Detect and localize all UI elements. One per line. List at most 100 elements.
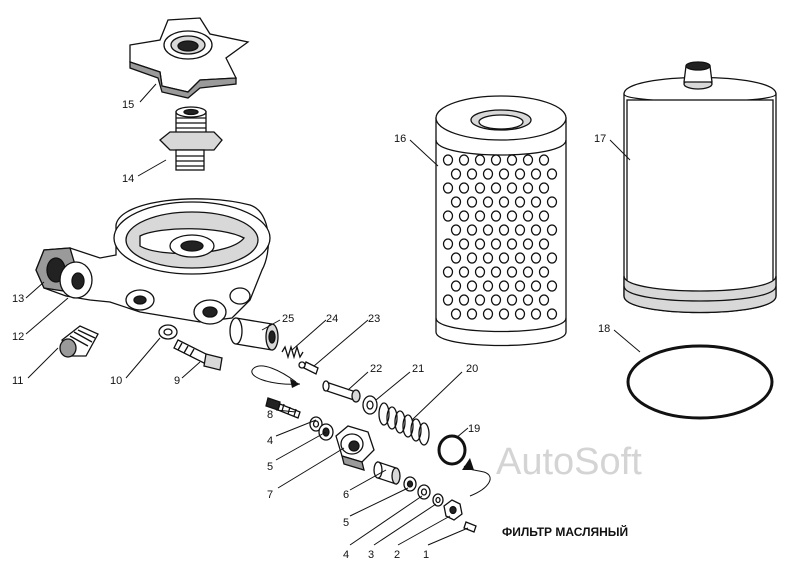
part-15-star-nut bbox=[129, 17, 250, 99]
perforation-hole bbox=[538, 238, 550, 250]
perforation-hole bbox=[482, 196, 494, 208]
callout-19: 19 bbox=[468, 423, 480, 435]
part-11-plug bbox=[59, 325, 99, 358]
perforation-hole bbox=[466, 280, 478, 292]
perforation-hole bbox=[506, 238, 518, 250]
callout-21: 21 bbox=[412, 363, 424, 375]
perforation-hole bbox=[458, 154, 470, 166]
callout-24: 24 bbox=[326, 313, 338, 325]
perforation-hole bbox=[506, 154, 518, 166]
perforation-hole bbox=[506, 182, 518, 194]
part-3-washer bbox=[432, 493, 444, 507]
perforation-hole bbox=[514, 168, 526, 180]
part-2-nut bbox=[443, 499, 463, 521]
callout-10: 10 bbox=[110, 375, 122, 387]
perforation-hole bbox=[458, 182, 470, 194]
perforation-hole bbox=[442, 154, 454, 166]
perforation-hole bbox=[466, 252, 478, 264]
perforation-hole bbox=[530, 224, 542, 236]
perforation-hole bbox=[442, 266, 454, 278]
perforation-hole bbox=[450, 308, 462, 320]
perforation-hole bbox=[458, 266, 470, 278]
perforation-hole bbox=[498, 224, 510, 236]
perforation-hole bbox=[522, 266, 534, 278]
perforation-hole bbox=[530, 168, 542, 180]
part-24-spring bbox=[281, 344, 304, 360]
perforation-hole bbox=[442, 238, 454, 250]
perforation-hole bbox=[530, 196, 542, 208]
perforation-hole bbox=[450, 224, 462, 236]
part-9-bolt bbox=[173, 339, 223, 371]
callout-5-lower: 5 bbox=[343, 517, 349, 529]
perforation-hole bbox=[482, 224, 494, 236]
perforation-hole bbox=[514, 280, 526, 292]
perforation-hole bbox=[466, 196, 478, 208]
perforation-hole bbox=[514, 308, 526, 320]
callout-12: 12 bbox=[12, 331, 24, 343]
perforation-hole bbox=[482, 168, 494, 180]
flow-arrow-upper bbox=[251, 365, 301, 388]
callout-3: 3 bbox=[368, 549, 374, 561]
perforation-hole bbox=[450, 196, 462, 208]
perforation-hole bbox=[466, 308, 478, 320]
perforation-hole bbox=[498, 252, 510, 264]
watermark: AutoSoft bbox=[496, 441, 642, 483]
callout-22: 22 bbox=[370, 363, 382, 375]
leader-lines bbox=[25, 83, 641, 546]
filter-housing-base bbox=[35, 198, 271, 325]
perforation-hole bbox=[514, 196, 526, 208]
figure-caption: ФИЛЬТР МАСЛЯНЫЙ bbox=[502, 524, 628, 539]
perforation-hole bbox=[458, 294, 470, 306]
perforation-hole bbox=[522, 154, 534, 166]
part-10-washer bbox=[158, 324, 178, 340]
perforation-hole bbox=[474, 266, 486, 278]
perforation-hole bbox=[490, 294, 502, 306]
perforation-hole bbox=[466, 224, 478, 236]
callout-16: 16 bbox=[394, 133, 406, 145]
perforation-hole bbox=[490, 238, 502, 250]
callout-labels: 1 2 3 4 5 6 7 5 4 8 9 10 11 12 13 14 15 … bbox=[12, 99, 610, 561]
callout-9: 9 bbox=[174, 375, 180, 387]
callout-18: 18 bbox=[598, 323, 610, 335]
perforation-hole bbox=[474, 294, 486, 306]
perforation-hole bbox=[522, 182, 534, 194]
part-23-valve bbox=[298, 361, 319, 375]
part-14-fitting bbox=[159, 106, 223, 171]
part-21-washer bbox=[362, 395, 378, 415]
perforation-hole bbox=[546, 308, 558, 320]
perforation-hole bbox=[450, 168, 462, 180]
part-20-spring bbox=[378, 402, 430, 446]
part-16-filter-element bbox=[435, 95, 567, 347]
perforation-hole bbox=[490, 210, 502, 222]
perforation-hole bbox=[506, 266, 518, 278]
perforation-hole bbox=[482, 280, 494, 292]
perforation-hole bbox=[458, 238, 470, 250]
callout-11: 11 bbox=[12, 375, 23, 387]
callout-5-upper: 5 bbox=[267, 461, 273, 473]
part-22-pin bbox=[322, 380, 361, 403]
callout-20: 20 bbox=[466, 363, 478, 375]
callout-13: 13 bbox=[12, 293, 24, 305]
callout-15: 15 bbox=[122, 99, 134, 111]
perforation-hole bbox=[474, 210, 486, 222]
callout-1: 1 bbox=[423, 549, 429, 561]
perforation-hole bbox=[546, 252, 558, 264]
callout-17: 17 bbox=[594, 133, 606, 145]
perforation-hole bbox=[498, 168, 510, 180]
perforation-hole bbox=[546, 224, 558, 236]
perforation-hole bbox=[442, 182, 454, 194]
perforation-hole bbox=[546, 280, 558, 292]
perforation-hole bbox=[442, 294, 454, 306]
perforation-hole bbox=[490, 266, 502, 278]
callout-7: 7 bbox=[267, 489, 273, 501]
perforation-hole bbox=[530, 280, 542, 292]
perforation-hole bbox=[546, 168, 558, 180]
callout-25: 25 bbox=[282, 313, 294, 325]
perforation-hole bbox=[506, 294, 518, 306]
perforation-hole bbox=[498, 196, 510, 208]
perforation-hole bbox=[522, 294, 534, 306]
perforation-hole bbox=[458, 210, 470, 222]
perforation-hole bbox=[490, 182, 502, 194]
perforation-hole bbox=[514, 224, 526, 236]
